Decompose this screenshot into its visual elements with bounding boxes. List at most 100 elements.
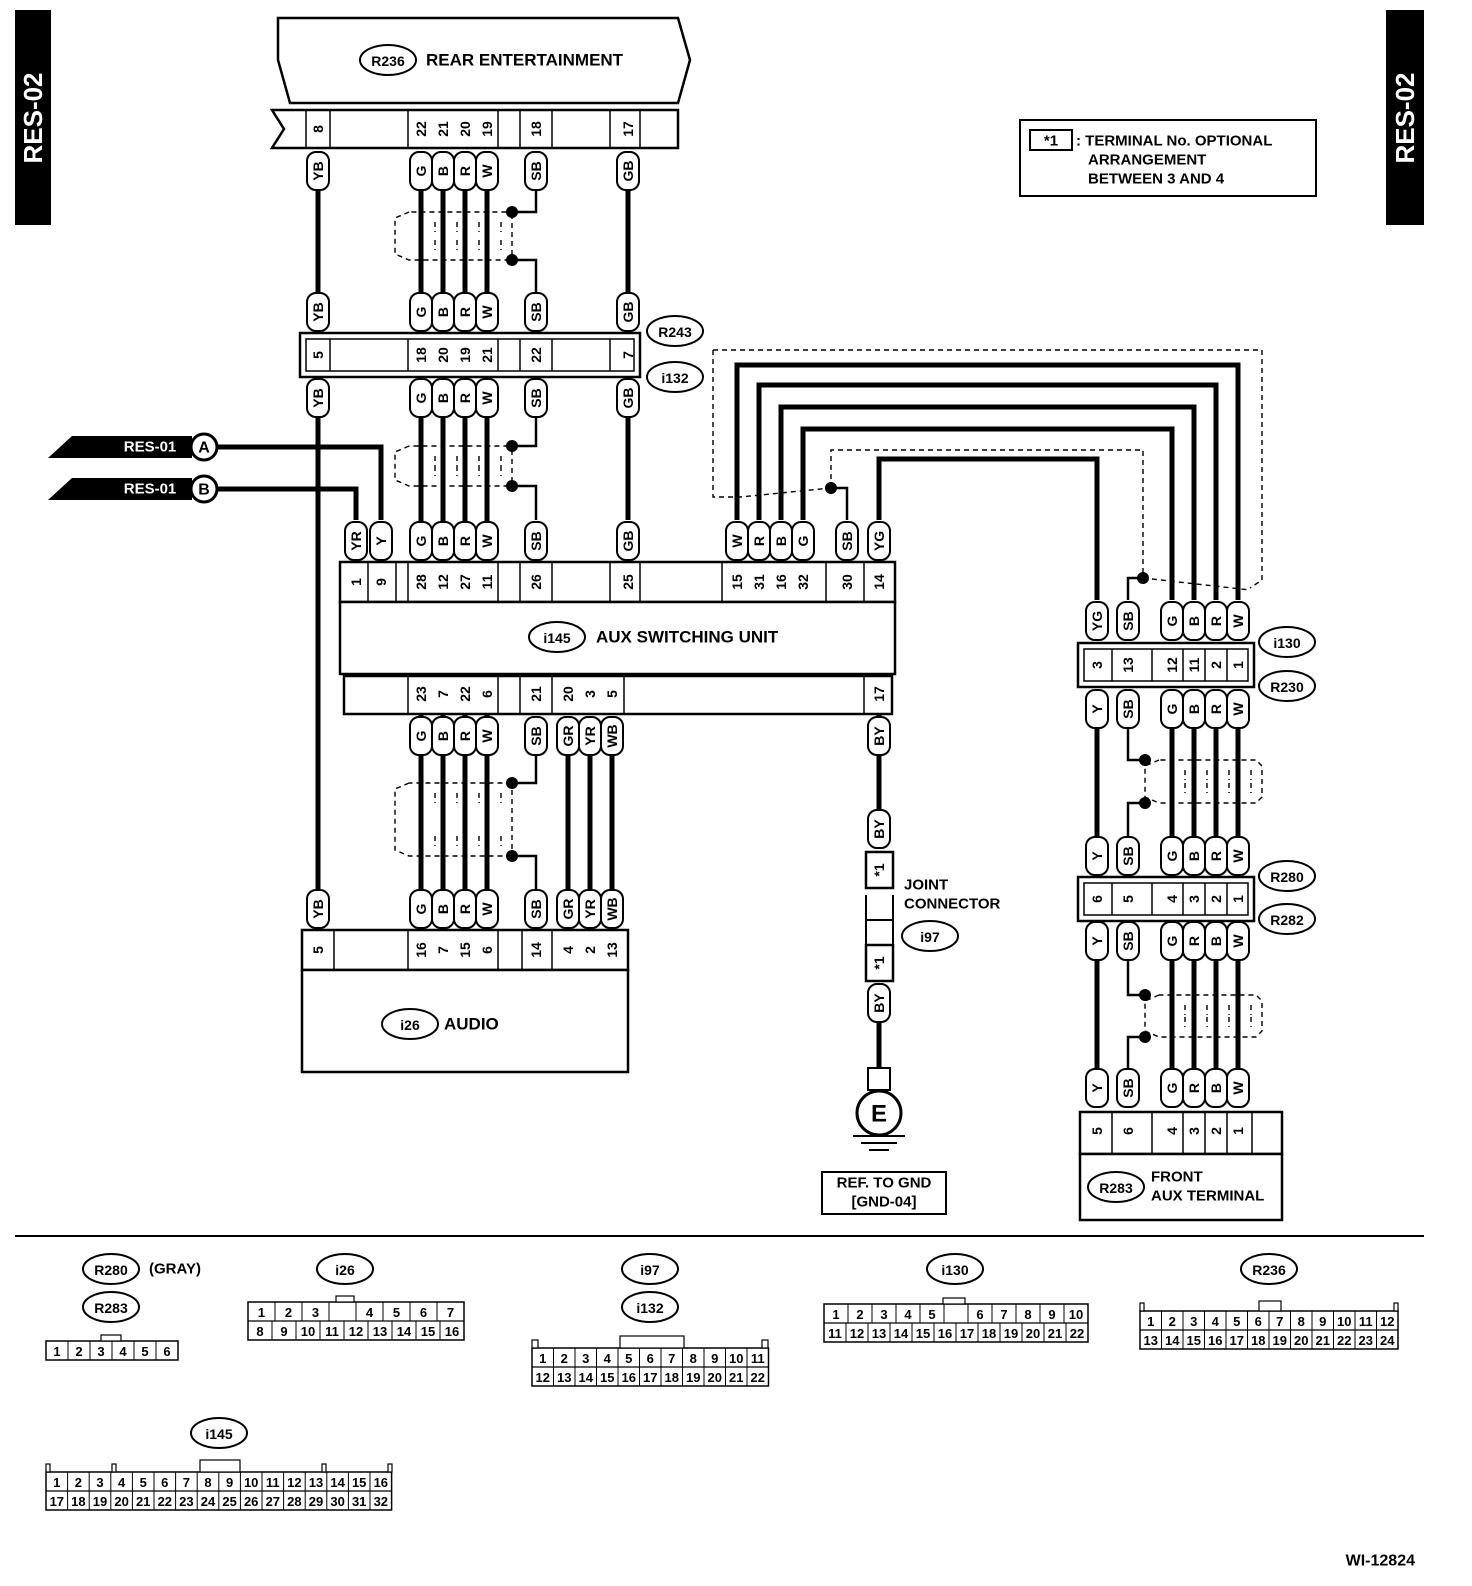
pinout-i130-cell-text: 3 xyxy=(880,1307,887,1322)
i145-pin-top: 15 xyxy=(729,574,745,590)
pinout-i145-cell-text: 26 xyxy=(244,1494,258,1509)
pinout-i132-cell-text: 17 xyxy=(643,1370,657,1385)
i145-wire-bottom: B xyxy=(435,731,451,741)
i145-body xyxy=(338,600,897,676)
i130-id: i130 xyxy=(1273,635,1300,651)
r283-name-2: AUX TERMINAL xyxy=(1151,1188,1264,1205)
i132-wire-bottom: R xyxy=(457,393,473,403)
splice-dot xyxy=(506,254,518,266)
r283-wire: SB xyxy=(1120,1078,1136,1097)
i26-body xyxy=(300,968,630,1074)
i145-wire-top: SB xyxy=(839,531,855,550)
pinout-r280-cell-text: 3 xyxy=(97,1344,104,1359)
r236-id: R236 xyxy=(371,53,405,69)
i145-pin-top: 31 xyxy=(751,574,767,590)
i145-wire-top-tag xyxy=(835,521,859,561)
note-symbol: *1 xyxy=(1044,133,1058,150)
r230-wire-bottom: W xyxy=(1230,702,1246,716)
pinout-i145-cell-text: 31 xyxy=(352,1494,366,1509)
page-tag-left: RES-02 xyxy=(18,72,48,163)
i145-wire-top-tag xyxy=(867,521,891,561)
r282-wire-bottom: SB xyxy=(1120,931,1136,950)
r236-wire: B xyxy=(435,166,451,176)
i145-wire-top: B xyxy=(773,536,789,546)
r230-wire-bottom: G xyxy=(1164,703,1180,714)
pinout-i26-cell-text: 2 xyxy=(285,1305,292,1320)
shield-upper-loop xyxy=(713,349,1263,589)
shield-upper-loop xyxy=(712,350,832,498)
wire-sb-drain xyxy=(512,854,538,890)
pinout-i130-cell-text: 11 xyxy=(828,1326,842,1341)
pinout-i145-key xyxy=(45,1463,51,1473)
page-tag-left-bg xyxy=(15,10,51,225)
pinout-i132-cell-text: 12 xyxy=(536,1370,550,1385)
note-line-3: BETWEEN 3 AND 4 xyxy=(1088,171,1225,188)
i145-pin-top: 25 xyxy=(620,574,636,590)
i145-pin-bottom: 3 xyxy=(582,690,598,698)
pinout-i130-cell-text: 8 xyxy=(1024,1307,1031,1322)
r283-wire: B xyxy=(1208,1083,1224,1093)
pinout-i132-cell-text: 5 xyxy=(625,1351,632,1366)
r230-wire-bottom-tag xyxy=(1116,689,1140,729)
r236-wire: G xyxy=(413,165,429,176)
input-label: RES-01 xyxy=(124,481,177,498)
pinout-r236-cell-text: 10 xyxy=(1337,1314,1351,1329)
r236-oval xyxy=(359,44,417,76)
pinout-i26-cell-text: 12 xyxy=(349,1324,363,1339)
r280-wire-top-tag xyxy=(1116,836,1140,876)
i145-wire-top: SB xyxy=(528,531,544,550)
r280-wire-top: SB xyxy=(1120,846,1136,865)
i132-wire-bottom-tag xyxy=(475,378,499,418)
pinout-r236-cell-text: 9 xyxy=(1319,1314,1326,1329)
pinout-r236-cell-text: 3 xyxy=(1190,1314,1197,1329)
pinout-i132-cell-text: 11 xyxy=(751,1351,765,1366)
pinout-i130-cell-text: 1 xyxy=(832,1307,839,1322)
i26-wire-tag xyxy=(524,889,548,929)
input-letter: B xyxy=(198,482,210,499)
r236-wire: GB xyxy=(620,161,636,182)
pinout-i26-cell-text: 7 xyxy=(447,1305,454,1320)
i132-wire-top: GB xyxy=(620,302,636,323)
r243-oval xyxy=(646,315,704,347)
wire-y-input xyxy=(215,444,384,520)
pinout-i132-cell-text: 1 xyxy=(539,1351,546,1366)
wire-yr-input xyxy=(215,486,359,520)
pinout-r280-cell-text: 4 xyxy=(119,1344,127,1359)
r283-pin: 4 xyxy=(1164,1127,1180,1135)
pinout-i145-cell-text: 30 xyxy=(330,1494,344,1509)
r236-wire: R xyxy=(457,166,473,176)
i26-wire-tag xyxy=(475,889,499,929)
pinout-i26-cell-text: 13 xyxy=(373,1324,387,1339)
pinout-i132-cell-text: 14 xyxy=(579,1370,594,1385)
r230-wire-bottom: R xyxy=(1208,704,1224,714)
i26-pin: 6 xyxy=(479,946,495,954)
r236-pin: 21 xyxy=(435,121,451,137)
note-symbol-box xyxy=(1029,129,1073,151)
wire-sb-drain xyxy=(512,484,538,520)
r280-wire-top: G xyxy=(1164,850,1180,861)
i97-name-2: CONNECTOR xyxy=(904,896,1001,913)
i26-wire: W xyxy=(479,902,495,916)
r283-header xyxy=(1078,1110,1284,1156)
pinout-r236-key xyxy=(1258,1300,1282,1312)
pinout-r236-cell-text: 19 xyxy=(1273,1333,1287,1348)
i145-wire-bottom: YR xyxy=(582,726,598,745)
r236-wire-tag xyxy=(475,151,499,191)
r283-wire: Y xyxy=(1089,1083,1105,1093)
r282-wire-bottom-tag xyxy=(1116,921,1140,961)
pinout-i130-cell-text: 10 xyxy=(1069,1307,1083,1322)
pinout-i130-cell-text: 12 xyxy=(850,1326,864,1341)
i145-wire-top-tag xyxy=(616,521,640,561)
i26-wire: GR xyxy=(560,899,576,920)
pinout-i145-cell-text: 20 xyxy=(114,1494,128,1509)
pinout-r236-cell-text: 23 xyxy=(1359,1333,1373,1348)
pinout-r280-note: (GRAY) xyxy=(149,1261,201,1278)
i145-wire-top: W xyxy=(729,534,745,548)
pinout-r280-id: R280 xyxy=(94,1262,128,1278)
i145-wire-bottom: R xyxy=(457,731,473,741)
i26-wire: YB xyxy=(310,899,326,918)
r282-wire-bottom: G xyxy=(1164,935,1180,946)
pinout-r236-cell-text: 6 xyxy=(1255,1314,1262,1329)
r283-pin: 3 xyxy=(1186,1127,1202,1135)
